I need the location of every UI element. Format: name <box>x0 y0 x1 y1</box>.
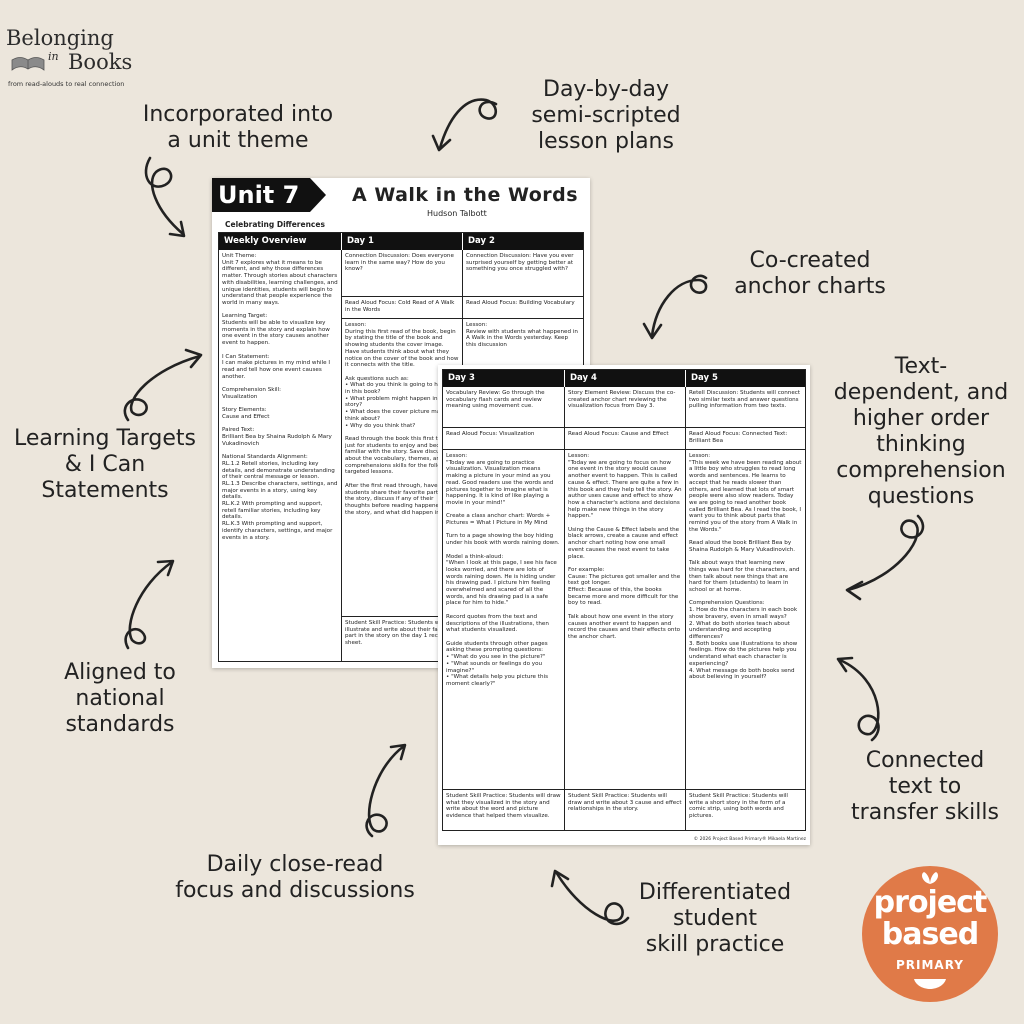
lesson-table: Day 3 Day 4 Day 5 Vocabulary Review: Go … <box>442 369 806 831</box>
day1-connection: Connection Discussion: Does everyone lea… <box>341 250 462 296</box>
weekly-overview-text: Unit Theme: Unit 7 explores what it mean… <box>222 253 338 541</box>
project-based-primary-badge: project based PRIMARY <box>862 866 998 1002</box>
logo-title: Belonging <box>6 26 114 50</box>
copyright-footer: © 2026 Project Based Primary® Mikaela Ma… <box>693 837 806 842</box>
day4-skill-practice: Student Skill Practice: Students will dr… <box>564 789 685 830</box>
arrow-anchor-charts <box>642 274 708 340</box>
day3-lesson: Lesson: "Today we are going to practice … <box>443 449 564 789</box>
arrow-national-standards <box>124 559 175 650</box>
header-day2: Day 2 <box>462 233 583 250</box>
logo-tagline: from read-alouds to real connection <box>8 80 125 88</box>
badge-word-project: project <box>873 885 988 920</box>
arrow-lesson-plans <box>431 98 498 152</box>
arrow-learning-targets <box>123 348 203 422</box>
leaf-icon <box>922 872 938 884</box>
arrow-connected-text <box>836 656 880 742</box>
logo-books: Books <box>68 50 133 74</box>
day5-focus: Read Aloud Focus: Connected Text: Brilli… <box>685 427 805 449</box>
day4-review: Story Element Review: Discuss the co-cre… <box>564 387 685 427</box>
day2-connection: Connection Discussion: Have you ever sur… <box>462 250 583 296</box>
book-author: Hudson Talbott <box>427 209 487 218</box>
header-day4: Day 4 <box>564 370 685 387</box>
day5-lesson: Lesson: "This week we have been reading … <box>685 449 805 789</box>
arrow-text-dependent <box>845 514 925 601</box>
arrow-unit-theme <box>144 156 186 238</box>
day2-focus: Read Aloud Focus: Building Vocabulary <box>462 296 583 318</box>
bowl-icon <box>914 979 946 989</box>
unit-badge-arrow <box>310 178 326 212</box>
arrow-skill-practice <box>550 869 630 926</box>
book-title: A Walk in the Words <box>352 184 579 206</box>
header-day1: Day 1 <box>341 233 462 250</box>
day1-focus: Read Aloud Focus: Cold Read of A Walk in… <box>341 296 462 318</box>
day4-focus: Read Aloud Focus: Cause and Effect <box>564 427 685 449</box>
open-book-icon <box>11 57 45 71</box>
header-weekly-overview: Weekly Overview <box>219 233 341 250</box>
day4-lesson: Lesson: "Today we are going to focus on … <box>564 449 685 789</box>
day3-review: Vocabulary Review: Go through the vocabu… <box>446 390 545 410</box>
day3-skill-practice: Student Skill Practice: Students will dr… <box>443 789 564 830</box>
day5-discussion: Retell Discussion: Students will connect… <box>685 387 805 427</box>
unit-subtitle: Celebrating Differences <box>225 220 325 229</box>
arrow-close-read <box>365 743 407 838</box>
day5-skill-practice: Student Skill Practice: Students will wr… <box>685 789 805 830</box>
header-day5: Day 5 <box>685 370 805 387</box>
unit-badge: Unit 7 <box>212 178 310 212</box>
overview-table: Weekly Overview Day 1 Day 2 Unit Theme: … <box>218 232 584 662</box>
header-day3: Day 3 <box>443 370 564 387</box>
badge-word-based: based <box>881 917 979 952</box>
badge-word-primary: PRIMARY <box>895 958 964 972</box>
day3-focus: Read Aloud Focus: Visualization <box>443 427 564 449</box>
lesson-plan-sheet: Day 3 Day 4 Day 5 Vocabulary Review: Go … <box>438 365 810 845</box>
logo-in: in <box>48 50 59 63</box>
